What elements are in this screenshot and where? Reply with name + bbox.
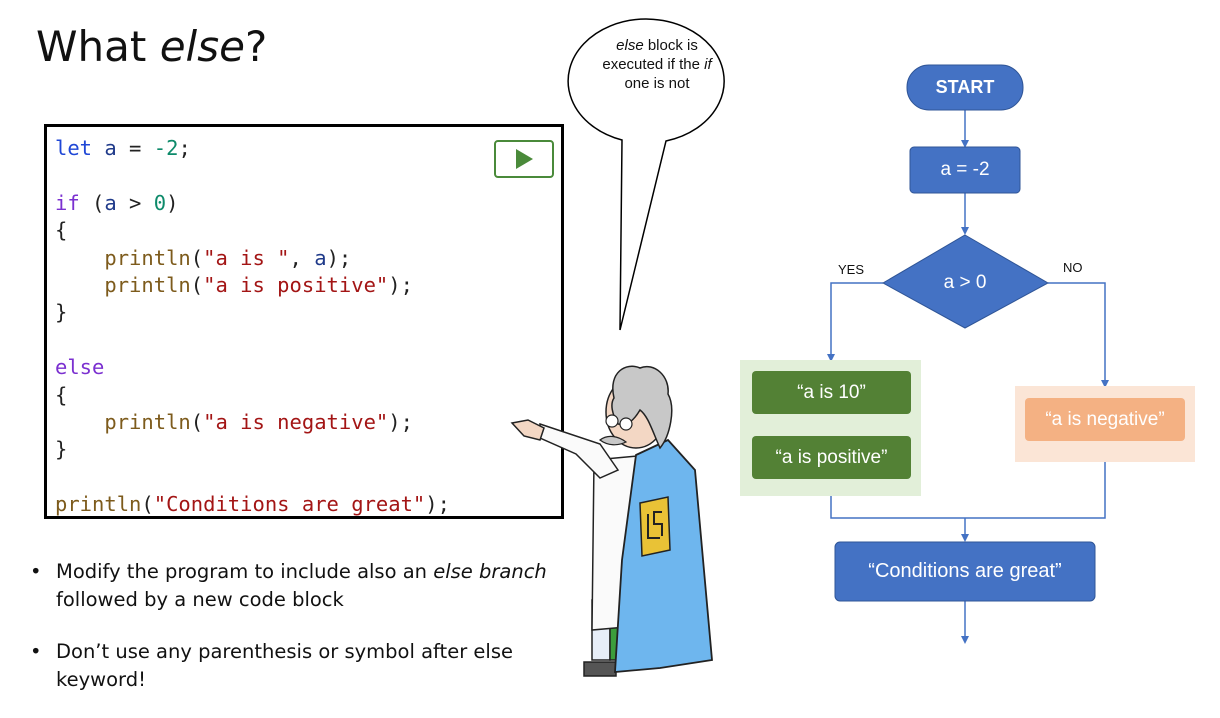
code-punct: ); <box>326 245 352 270</box>
diagram-canvas <box>510 18 1195 677</box>
instruction-italic: else branch <box>433 560 547 583</box>
code-number: -2 <box>153 136 179 160</box>
flow-yes2-label: “a is positive” <box>775 446 888 468</box>
code-op: > <box>116 190 154 215</box>
bubble-italic: if <box>704 56 712 73</box>
speech-bubble-text: else block is executed if the if one is … <box>592 36 722 93</box>
code-punct: ( <box>190 410 204 435</box>
code-function: println <box>104 273 191 298</box>
bubble-text-part: one is not <box>624 75 690 92</box>
code-punct: ); <box>388 273 413 298</box>
flow-end-shape <box>834 541 1096 602</box>
run-button[interactable] <box>494 140 554 178</box>
flow-start-label: START <box>935 77 995 97</box>
code-op: = <box>116 136 154 160</box>
flow-no1-shape <box>1025 398 1185 441</box>
title-italic: else <box>159 22 245 71</box>
title-suffix: ? <box>244 22 268 71</box>
play-icon <box>516 149 533 169</box>
code-punct: , <box>289 245 315 270</box>
code-function: println <box>104 410 191 435</box>
code-punct: ) <box>166 190 179 215</box>
flow-no1-label: “a is negative” <box>1045 408 1165 430</box>
code-number: 0 <box>153 190 167 215</box>
code-function: println <box>55 492 142 517</box>
professor-character <box>510 365 713 677</box>
flow-decision-label: a > 0 <box>943 272 987 293</box>
flow-no-label: NO <box>1063 260 1083 275</box>
code-var: a <box>314 245 327 270</box>
speech-bubble <box>567 18 725 331</box>
instruction-text: Modify the program to include also an <box>56 560 434 583</box>
code-punct: ); <box>388 410 413 435</box>
code-string: "a is negative" <box>203 410 389 435</box>
code-punct: ( <box>141 492 154 517</box>
code-brace: } <box>55 300 68 325</box>
flow-start-shape <box>906 64 1024 111</box>
code-text: let a = -2; if (a > 0) { println("a is "… <box>55 135 450 519</box>
instruction-text-tail: followed by a new code block <box>56 588 344 611</box>
code-keyword-else: else <box>55 355 105 380</box>
flow-yes-label: YES <box>838 262 865 277</box>
flow-yes2-shape <box>752 436 911 479</box>
code-var: a <box>104 136 117 160</box>
code-punct: ); <box>425 492 450 517</box>
code-var: a <box>104 190 117 215</box>
code-brace: } <box>55 437 68 462</box>
bubble-text-part: block is executed if the <box>602 37 705 73</box>
bubble-italic: else <box>616 37 644 54</box>
code-keyword-if: if <box>55 190 80 215</box>
code-string: "Conditions are great" <box>153 492 426 517</box>
code-editor[interactable]: let a = -2; if (a > 0) { println("a is "… <box>44 124 564 519</box>
code-punct: ( <box>79 190 105 215</box>
code-function: println <box>104 245 191 270</box>
code-string: "a is positive" <box>203 273 389 298</box>
code-punct: ( <box>190 245 204 270</box>
title-prefix: What <box>36 22 160 71</box>
flow-end-label: “Conditions are great” <box>868 560 1062 582</box>
code-brace: { <box>55 382 68 407</box>
flow-assign-label: a = -2 <box>940 159 990 180</box>
flow-yes1-shape <box>752 371 911 414</box>
code-keyword: let <box>55 136 93 160</box>
flow-yes1-label: “a is 10” <box>797 381 866 403</box>
flow-assign-shape <box>909 146 1021 194</box>
code-punct: ; <box>178 136 191 160</box>
instruction-item: Don’t use any parenthesis or symbol afte… <box>30 638 590 694</box>
instruction-item: Modify the program to include also an el… <box>30 558 590 614</box>
instruction-list: Modify the program to include also an el… <box>30 558 590 718</box>
slide-title: What else? <box>36 22 267 71</box>
instruction-text: Don’t use any parenthesis or symbol afte… <box>56 640 513 691</box>
code-brace: { <box>55 218 68 243</box>
flow-decision-shape <box>881 234 1050 329</box>
code-punct: ( <box>190 273 204 298</box>
code-string: "a is " <box>203 245 290 270</box>
